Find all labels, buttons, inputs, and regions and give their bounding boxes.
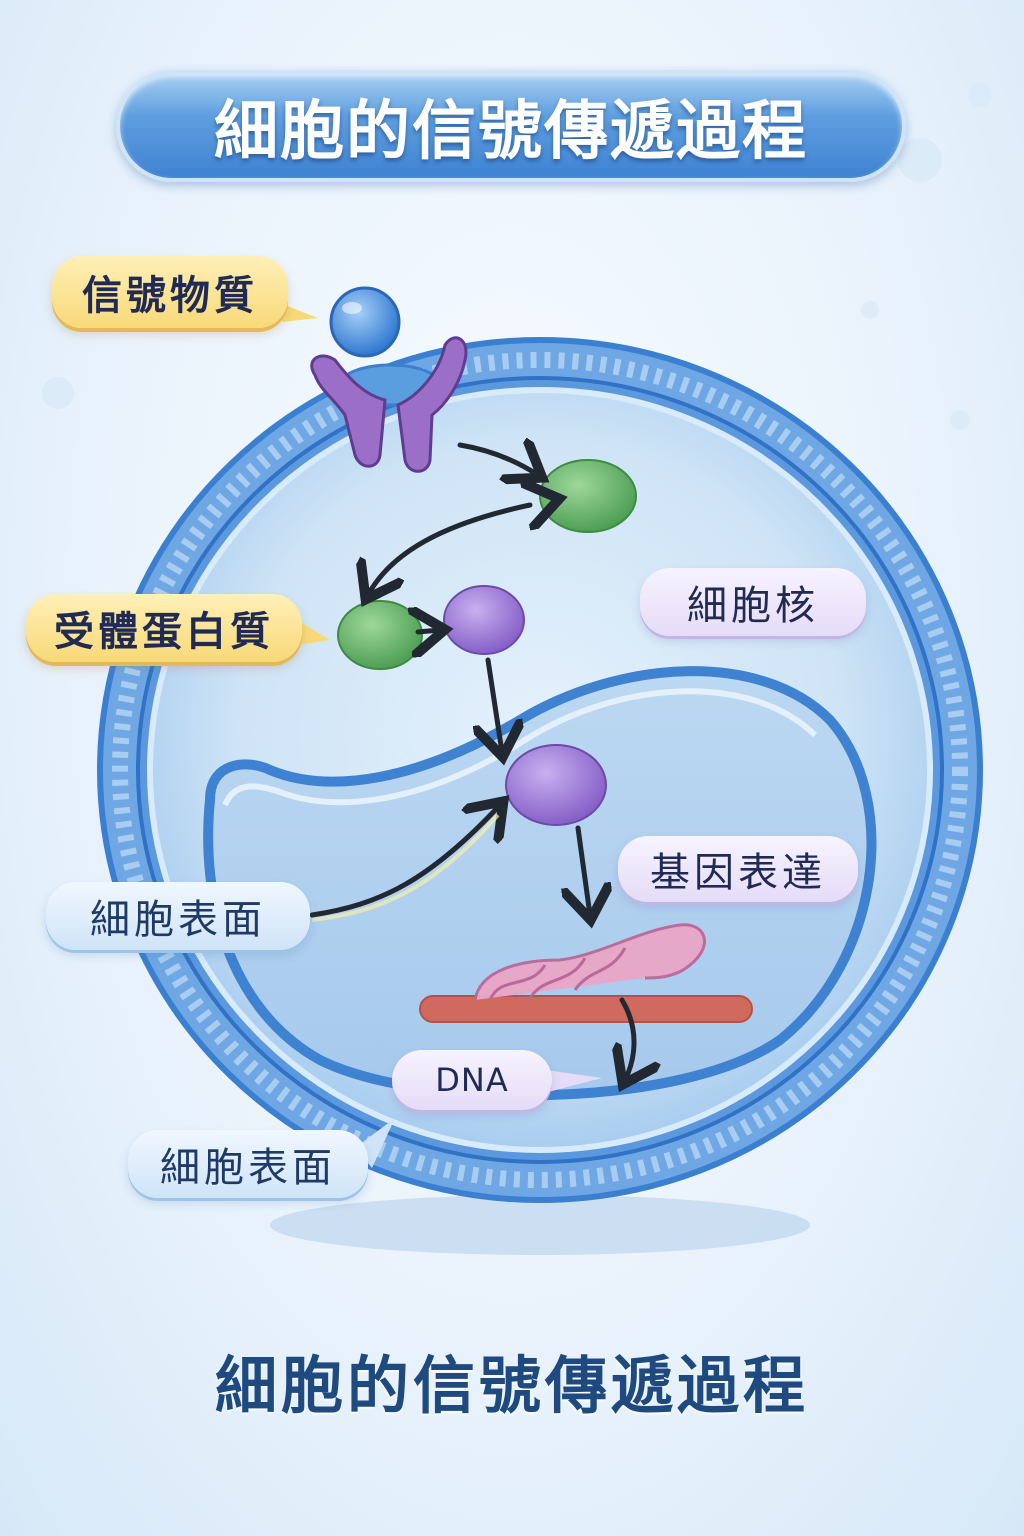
label-signal-substance: 信號物質 — [52, 256, 288, 328]
arrow-purple-down — [488, 657, 502, 752]
chromatin — [473, 923, 706, 1001]
pathway-arrows — [309, 445, 634, 1080]
arrow-green-bidirectional — [368, 505, 530, 595]
arrow-to-chromatin — [578, 825, 590, 915]
label-cell-surface-2: 細胞表面 — [128, 1130, 368, 1198]
page-title: 細胞的信號傳遞過程 — [214, 95, 808, 169]
label-receptor-protein-text: 受體蛋白質 — [54, 609, 274, 655]
label-gene-expression-text: 基因表達 — [650, 850, 826, 896]
arrow-glow — [311, 813, 500, 922]
label-dna-text: DNA — [435, 1061, 509, 1099]
label-cell-surface-1-text: 細胞表面 — [90, 897, 266, 943]
signal-molecule — [329, 286, 401, 358]
dna-strand — [419, 995, 753, 1023]
cell-shadow — [270, 1195, 810, 1255]
green-protein-1 — [539, 459, 637, 533]
purple-protein-2 — [505, 744, 607, 826]
tail-receptor-protein — [298, 622, 330, 645]
label-receptor-protein: 受體蛋白質 — [26, 594, 302, 662]
arrow-green-to-purple — [418, 630, 440, 632]
tail-signal-substance — [282, 305, 318, 322]
label-nucleus-text: 細胞核 — [687, 583, 819, 629]
nucleus-envelope — [203, 666, 877, 1101]
footer-title: 細胞的信號傳遞過程 — [214, 1349, 809, 1422]
label-cell-surface-2-text: 細胞表面 — [160, 1145, 336, 1191]
label-nucleus: 細胞核 — [640, 568, 866, 636]
receptor-protein — [310, 336, 468, 473]
signal-molecule-highlight — [342, 302, 362, 314]
arrow-receptor-to-green — [457, 445, 538, 475]
nucleus-highlight — [222, 688, 818, 807]
arrow-surface-to-purple — [309, 805, 500, 918]
label-cell-surface-1: 細胞表面 — [46, 882, 310, 950]
green-protein-2 — [337, 600, 423, 670]
purple-protein-1 — [443, 585, 525, 655]
arrow-to-dna — [622, 997, 634, 1080]
label-gene-expression: 基因表達 — [618, 836, 858, 902]
label-signal-substance-text: 信號物質 — [82, 273, 258, 319]
background-bubbles — [42, 83, 992, 430]
tail-dna — [545, 1070, 602, 1092]
label-dna: DNA — [392, 1050, 552, 1110]
title-banner: 細胞的信號傳遞過程 — [116, 70, 906, 182]
